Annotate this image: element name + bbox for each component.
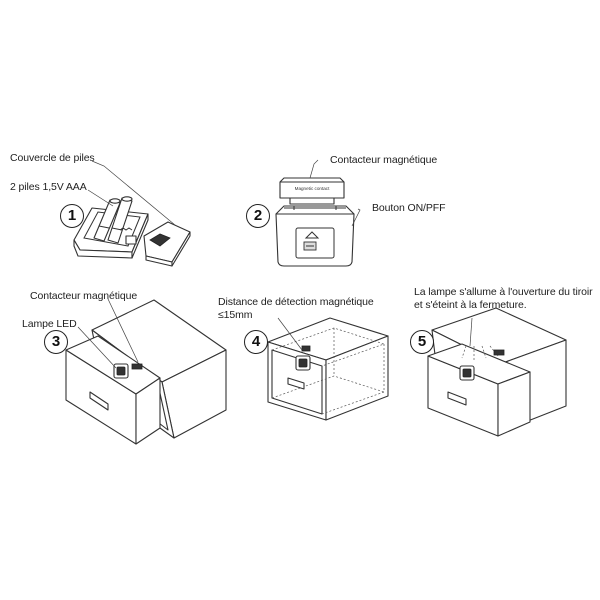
leader-batteries bbox=[88, 190, 113, 206]
cabinet-open-drawer-step3 bbox=[66, 300, 226, 444]
label-led-lamp: Lampe LED bbox=[22, 318, 77, 331]
step-4-badge: 4 bbox=[244, 330, 268, 354]
cabinet-open-drawer-step5 bbox=[428, 308, 566, 436]
battery-compartment-illustration bbox=[74, 197, 190, 266]
label-lamp-behavior-1: La lampe s'allume à l'ouverture du tiroi… bbox=[414, 286, 593, 299]
leader-magnetic-contact-top bbox=[310, 160, 318, 178]
label-battery-cover: Couvercle de piles bbox=[10, 152, 95, 165]
step-3-badge: 3 bbox=[44, 330, 68, 354]
label-magnetic-contact-top: Contacteur magnétique bbox=[330, 154, 437, 167]
step-2-badge: 2 bbox=[246, 204, 270, 228]
label-detection-distance-2: ≤15mm bbox=[218, 309, 252, 322]
device-print-text: Magnetic contact bbox=[295, 186, 330, 191]
label-detection-distance-1: Distance de détection magnétique bbox=[218, 296, 374, 309]
cabinet-closed-step4 bbox=[268, 318, 388, 420]
label-magnetic-contact-drawer: Contacteur magnétique bbox=[30, 290, 137, 303]
step-5-badge: 5 bbox=[410, 330, 434, 354]
lamp-housing-illustration bbox=[276, 206, 354, 266]
label-lamp-behavior-2: et s'éteint à la fermeture. bbox=[414, 299, 527, 312]
step-1-badge: 1 bbox=[60, 204, 84, 228]
label-batteries: 2 piles 1,5V AAA bbox=[10, 181, 87, 194]
battery-cover-illustration bbox=[144, 222, 190, 266]
label-on-off-button: Bouton ON/PFF bbox=[372, 202, 445, 215]
magnetic-contact-illustration: Magnetic contact bbox=[280, 178, 344, 204]
